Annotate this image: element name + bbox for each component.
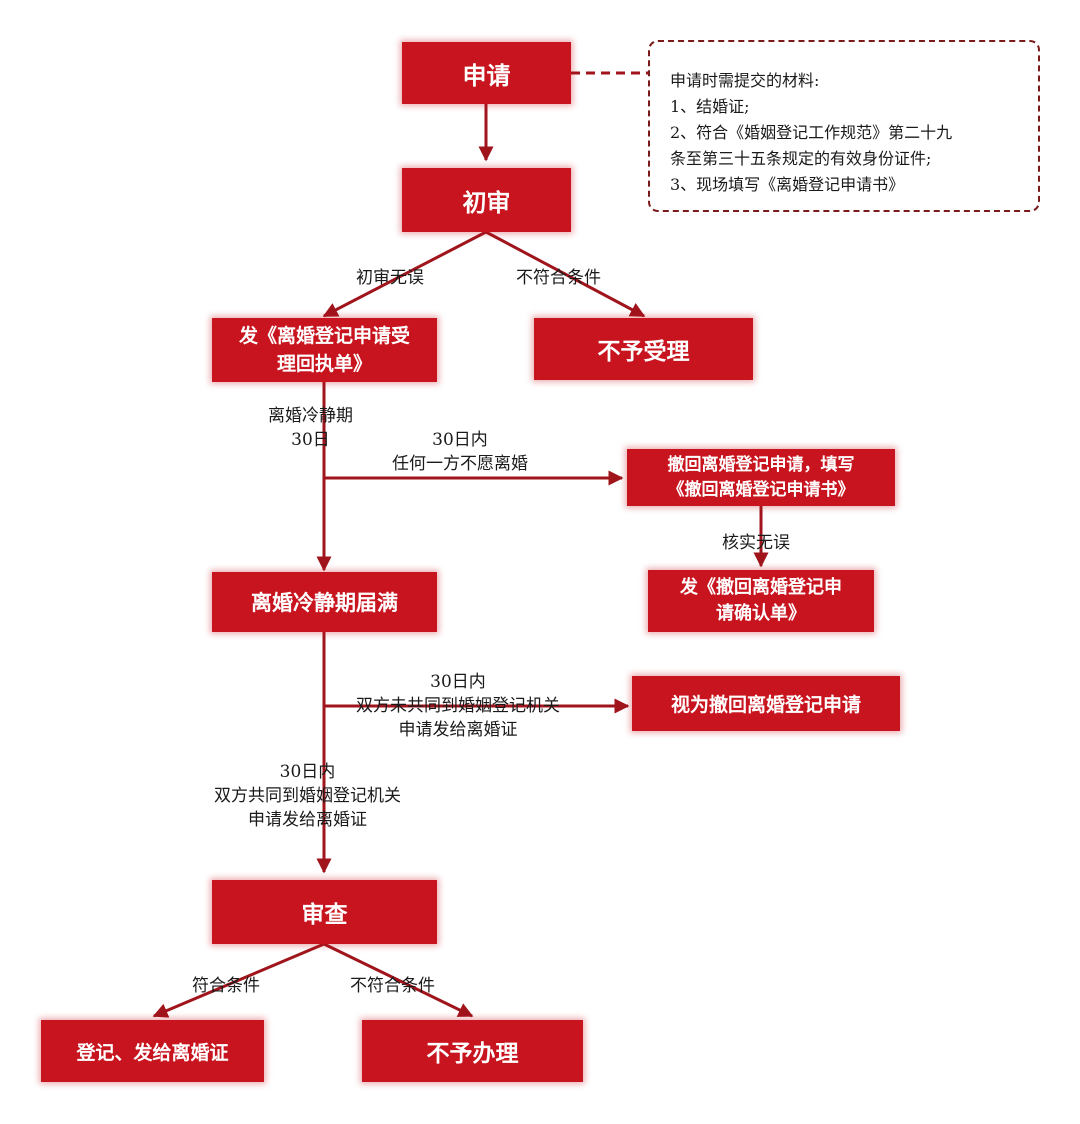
node-issue-receipt-line2: 理回执单》 — [276, 353, 372, 375]
node-issue-receipt: 发《离婚登记申请受 理回执单》 — [212, 318, 437, 382]
connector-review-to-reject — [485, 230, 646, 318]
connector-exam-to-register — [152, 942, 325, 1018]
node-confirm-line1: 发《撤回离婚登记申 — [680, 577, 842, 598]
node-initial-review: 初审 — [402, 168, 571, 232]
label-cooling-period: 离婚冷静期 30日 — [268, 404, 353, 452]
connector-exam-to-reject — [323, 942, 474, 1018]
label-initial-not-qualified: 不符合条件 — [516, 268, 601, 288]
node-initial-review-label: 初审 — [462, 187, 511, 217]
label-both-not-come-line3: 申请发给离婚证 — [398, 720, 518, 740]
label-both-come-line1: 30日内 — [279, 762, 336, 782]
node-reject-initial: 不予受理 — [534, 318, 753, 380]
label-both-not-come-line1: 30日内 — [430, 672, 486, 692]
label-both-not-come-line2: 双方未共同到婚姻登记机关 — [356, 696, 560, 716]
label-verified-ok: 核实无误 — [722, 533, 790, 553]
materials-note-item: 3、现场填写《离婚登记申请书》 — [670, 175, 905, 194]
label-both-not-come: 30日内 双方未共同到婚姻登记机关 申请发给离婚证 — [356, 670, 560, 742]
materials-note-item: 1、结婚证; — [670, 97, 750, 116]
node-apply: 申请 — [402, 42, 571, 104]
node-examination: 审查 — [212, 880, 437, 944]
node-reject-final: 不予办理 — [362, 1020, 583, 1082]
node-apply-label: 申请 — [462, 60, 511, 90]
label-either-unwilling: 30日内 任何一方不愿离婚 — [392, 428, 528, 476]
label-final-not-qualified: 不符合条件 — [350, 976, 435, 996]
label-both-come-line3: 申请发给离婚证 — [248, 810, 367, 830]
node-deemed-withdrawn-label: 视为撤回离婚登记申请 — [670, 694, 861, 716]
node-cooling-complete: 离婚冷静期届满 — [212, 572, 437, 632]
label-both-come-line2: 双方共同到婚姻登记机关 — [214, 786, 401, 806]
label-cooling-period-line1: 离婚冷静期 — [268, 406, 353, 426]
node-register-issue-label: 登记、发给离婚证 — [76, 1041, 229, 1064]
node-cooling-complete-label: 离婚冷静期届满 — [251, 590, 398, 615]
label-both-come: 30日内 双方共同到婚姻登记机关 申请发给离婚证 — [214, 760, 401, 832]
materials-note-title: 申请时需提交的材料: — [670, 71, 820, 90]
label-final-qualified: 符合条件 — [192, 976, 260, 996]
materials-note: 申请时需提交的材料: 1、结婚证; 2、符合《婚姻登记工作规范》第二十九 条至第… — [648, 40, 1040, 212]
node-examination-label: 审查 — [301, 901, 348, 928]
node-reject-initial-label: 不予受理 — [597, 338, 690, 365]
node-reject-final-label: 不予办理 — [426, 1040, 519, 1067]
node-withdraw-application: 撤回离婚登记申请，填写 《撤回离婚登记申请书》 — [627, 449, 895, 506]
connector-review-to-receipt — [322, 230, 487, 318]
materials-note-item: 2、符合《婚姻登记工作规范》第二十九 — [670, 123, 953, 142]
label-cooling-period-line2: 30日 — [291, 430, 330, 450]
node-issue-receipt-line1: 发《离婚登记申请受 — [238, 325, 410, 347]
node-withdraw-line2: 《撤回离婚登记申请书》 — [667, 479, 855, 500]
node-deemed-withdrawn: 视为撤回离婚登记申请 — [632, 676, 900, 731]
materials-note-item: 条至第三十五条规定的有效身份证件; — [670, 149, 932, 168]
node-issue-withdraw-confirm: 发《撤回离婚登记申 请确认单》 — [648, 570, 874, 632]
label-either-unwilling-line1: 30日内 — [432, 430, 488, 450]
label-initial-ok: 初审无误 — [356, 268, 424, 288]
node-withdraw-line1: 撤回离婚登记申请，填写 — [667, 454, 855, 475]
node-register-issue: 登记、发给离婚证 — [41, 1020, 264, 1082]
node-confirm-line2: 请确认单》 — [716, 603, 806, 624]
label-either-unwilling-line2: 任何一方不愿离婚 — [392, 454, 528, 474]
